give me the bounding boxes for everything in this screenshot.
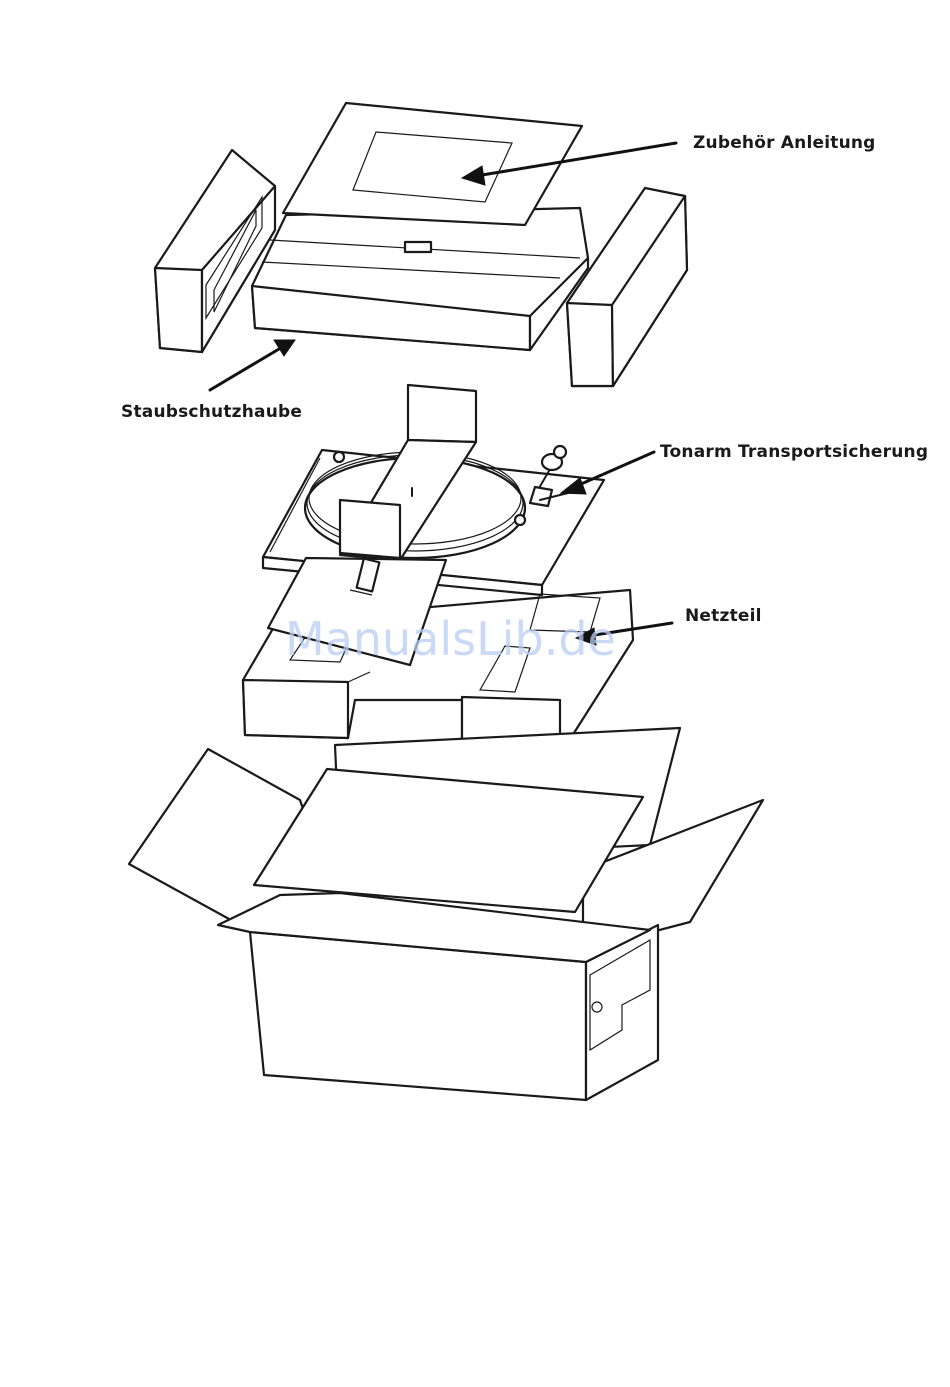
label-netzteil: Netzteil <box>685 606 762 626</box>
label-zubehoer-anleitung: Zubehör Anleitung <box>693 133 876 153</box>
right-foam-end-block <box>567 188 687 386</box>
arrow-tonarm <box>561 452 654 494</box>
dust-cover <box>252 208 588 350</box>
label-tonarm-transportsicherung: Tonarm Transportsicherung <box>660 442 928 462</box>
watermark: ManualsLib.de <box>285 612 616 666</box>
accessory-manual-sheet <box>283 103 582 225</box>
label-staubschutzhaube: Staubschutzhaube <box>121 402 302 422</box>
arrow-staubschutzhaube <box>210 340 295 390</box>
